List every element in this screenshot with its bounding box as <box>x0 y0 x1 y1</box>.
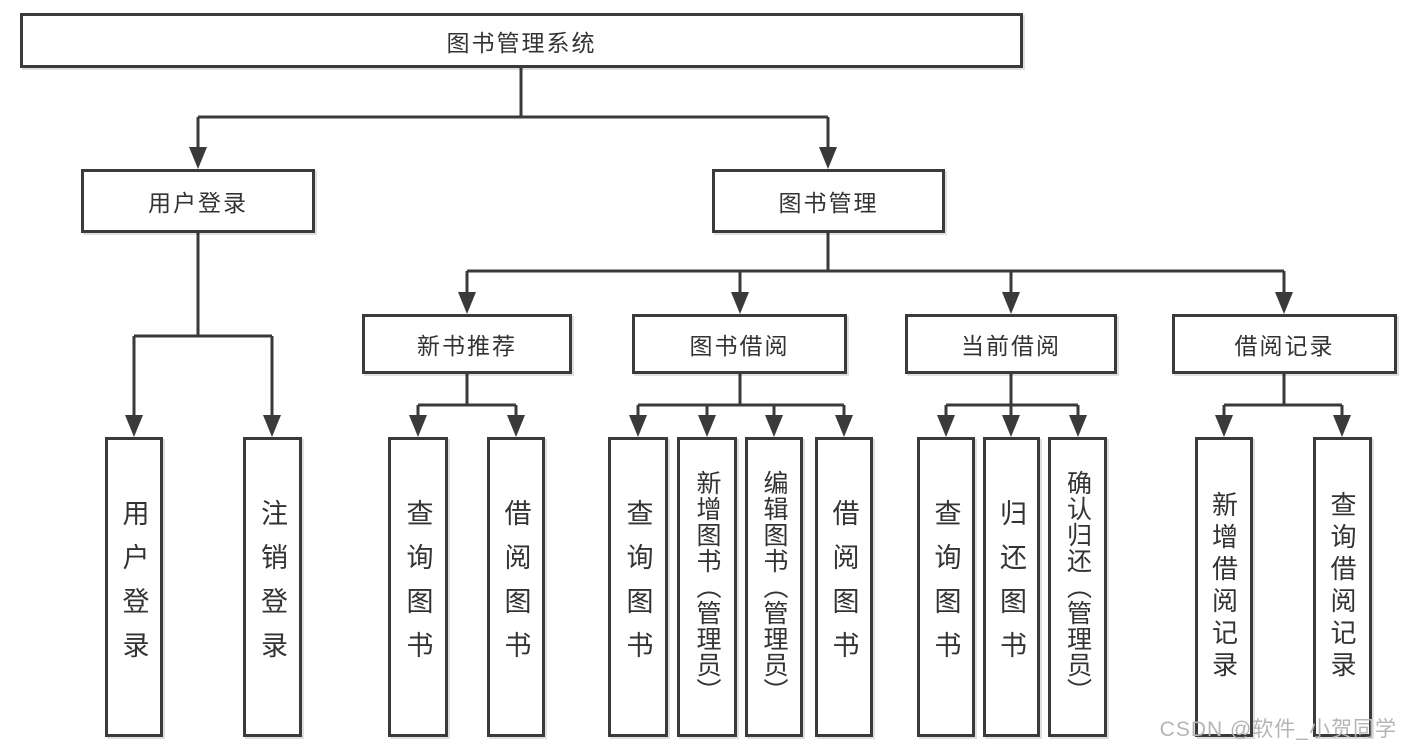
node-book-management: 图书管理 <box>712 169 945 233</box>
connectors-borrow-records-children <box>1215 374 1351 437</box>
leaf-query-books-current: 查询图书 <box>917 437 975 737</box>
leaf-add-books-admin-label: 新增图书（管理员） <box>693 470 721 704</box>
node-new-book-recommend: 新书推荐 <box>362 314 572 374</box>
leaf-add-borrow-record-label: 新增借阅记录 <box>1208 491 1239 683</box>
leaf-query-books-recommend: 查询图书 <box>388 437 448 737</box>
leaf-borrow-books: 借阅图书 <box>815 437 873 737</box>
leaf-borrow-books-recommend-label: 借阅图书 <box>500 499 531 675</box>
node-book-borrow-label: 图书借阅 <box>689 333 790 359</box>
node-current-borrow-label: 当前借阅 <box>961 333 1061 359</box>
leaf-query-books-borrow: 查询图书 <box>608 437 668 737</box>
csdn-watermark: CSDN @软件_小贺同学 <box>1159 718 1397 741</box>
leaf-confirm-return-admin-label: 确认归还（管理员） <box>1063 470 1092 704</box>
leaf-confirm-return-admin: 确认归还（管理员） <box>1048 437 1107 737</box>
node-user-login-label: 用户登录 <box>148 190 248 216</box>
leaf-query-books-recommend-label: 查询图书 <box>402 499 433 675</box>
leaf-borrow-books-recommend: 借阅图书 <box>487 437 545 737</box>
connectors-user-login-children <box>125 233 281 437</box>
leaf-edit-books-admin-label: 编辑图书（管理员） <box>760 470 788 704</box>
leaf-query-books-borrow-label: 查询图书 <box>622 499 653 675</box>
leaf-query-borrow-record-label: 查询借阅记录 <box>1327 491 1357 683</box>
leaf-add-borrow-record: 新增借阅记录 <box>1195 437 1253 737</box>
connectors-book-borrow-children <box>629 374 853 437</box>
leaf-query-borrow-record: 查询借阅记录 <box>1313 437 1372 737</box>
leaf-query-books-current-label: 查询图书 <box>930 499 961 675</box>
connectors-current-borrow-children <box>937 374 1087 437</box>
connectors-book-management-to-groups <box>458 233 1293 314</box>
leaf-return-books: 归还图书 <box>983 437 1040 737</box>
leaf-logout: 注销登录 <box>243 437 302 737</box>
node-user-login: 用户登录 <box>81 169 315 233</box>
node-library-system: 图书管理系统 <box>20 13 1023 68</box>
leaf-add-books-admin: 新增图书（管理员） <box>677 437 737 737</box>
node-borrow-records: 借阅记录 <box>1172 314 1397 374</box>
leaf-edit-books-admin: 编辑图书（管理员） <box>745 437 803 737</box>
node-book-borrow: 图书借阅 <box>632 314 847 374</box>
node-library-system-label: 图书管理系统 <box>446 29 597 56</box>
leaf-user-login: 用户登录 <box>105 437 163 737</box>
node-new-book-recommend-label: 新书推荐 <box>417 333 517 359</box>
leaf-return-books-label: 归还图书 <box>996 499 1026 675</box>
leaf-user-login-label: 用户登录 <box>118 499 149 675</box>
connectors-new-book-recommend-children <box>409 374 525 437</box>
node-book-management-label: 图书管理 <box>778 190 879 216</box>
leaf-borrow-books-label: 借阅图书 <box>828 499 859 675</box>
node-current-borrow: 当前借阅 <box>905 314 1117 374</box>
leaf-logout-label: 注销登录 <box>257 499 287 675</box>
connectors-root-to-level1 <box>189 68 837 169</box>
node-borrow-records-label: 借阅记录 <box>1234 333 1335 359</box>
